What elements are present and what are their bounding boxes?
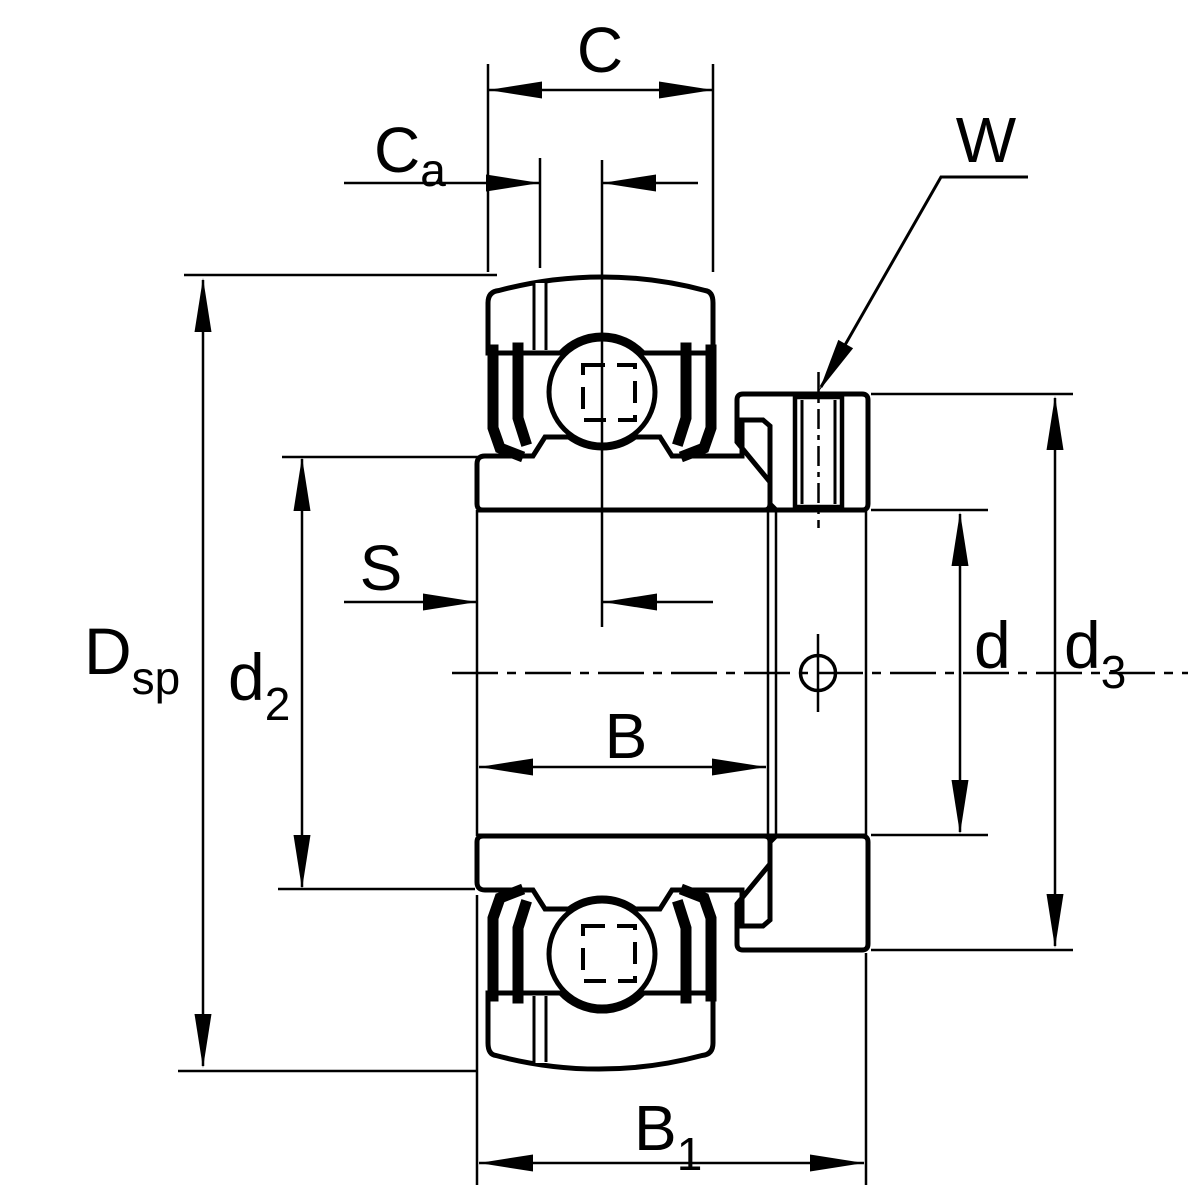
ball-center-mark-lower xyxy=(581,924,637,983)
dim-B: B xyxy=(479,700,766,776)
dim-d: d xyxy=(871,508,1011,837)
dim-d2: d2 xyxy=(228,455,504,891)
outer-ring-slot-lower xyxy=(532,996,548,1063)
dim-Ca: Ca xyxy=(344,114,698,268)
outer-ring-slot-upper xyxy=(532,281,548,350)
label-d: d xyxy=(974,608,1011,682)
label-W: W xyxy=(956,104,1017,176)
seal-upper-right xyxy=(672,342,717,463)
seal-upper-left xyxy=(487,342,532,463)
label-Ca: Ca xyxy=(374,114,446,196)
dim-W-leader: W xyxy=(819,104,1028,391)
seals xyxy=(487,342,717,1004)
label-B: B xyxy=(605,700,648,772)
dim-B1: B1 xyxy=(475,895,868,1185)
dim-Dsp: Dsp xyxy=(84,273,497,1073)
label-Dsp: Dsp xyxy=(84,614,180,704)
label-d2: d2 xyxy=(228,640,290,730)
dim-S: S xyxy=(344,532,713,611)
locking-collar-section xyxy=(734,372,871,953)
label-C: C xyxy=(577,14,623,86)
collar-upper xyxy=(734,391,871,513)
ball-lower xyxy=(546,898,658,1010)
label-d3: d3 xyxy=(1064,608,1126,698)
seal-lower-left xyxy=(487,883,532,1004)
label-B1: B1 xyxy=(634,1092,702,1180)
dim-d3: d3 xyxy=(871,392,1126,952)
set-screw xyxy=(792,372,845,528)
dim-C: C xyxy=(486,14,715,272)
label-S: S xyxy=(360,532,403,604)
centerlines xyxy=(452,160,1188,675)
ball-center-mark-upper xyxy=(581,363,637,422)
seal-lower-right xyxy=(672,883,717,1004)
outer-ring-lower xyxy=(485,990,716,1072)
collar-lower xyxy=(734,833,871,953)
